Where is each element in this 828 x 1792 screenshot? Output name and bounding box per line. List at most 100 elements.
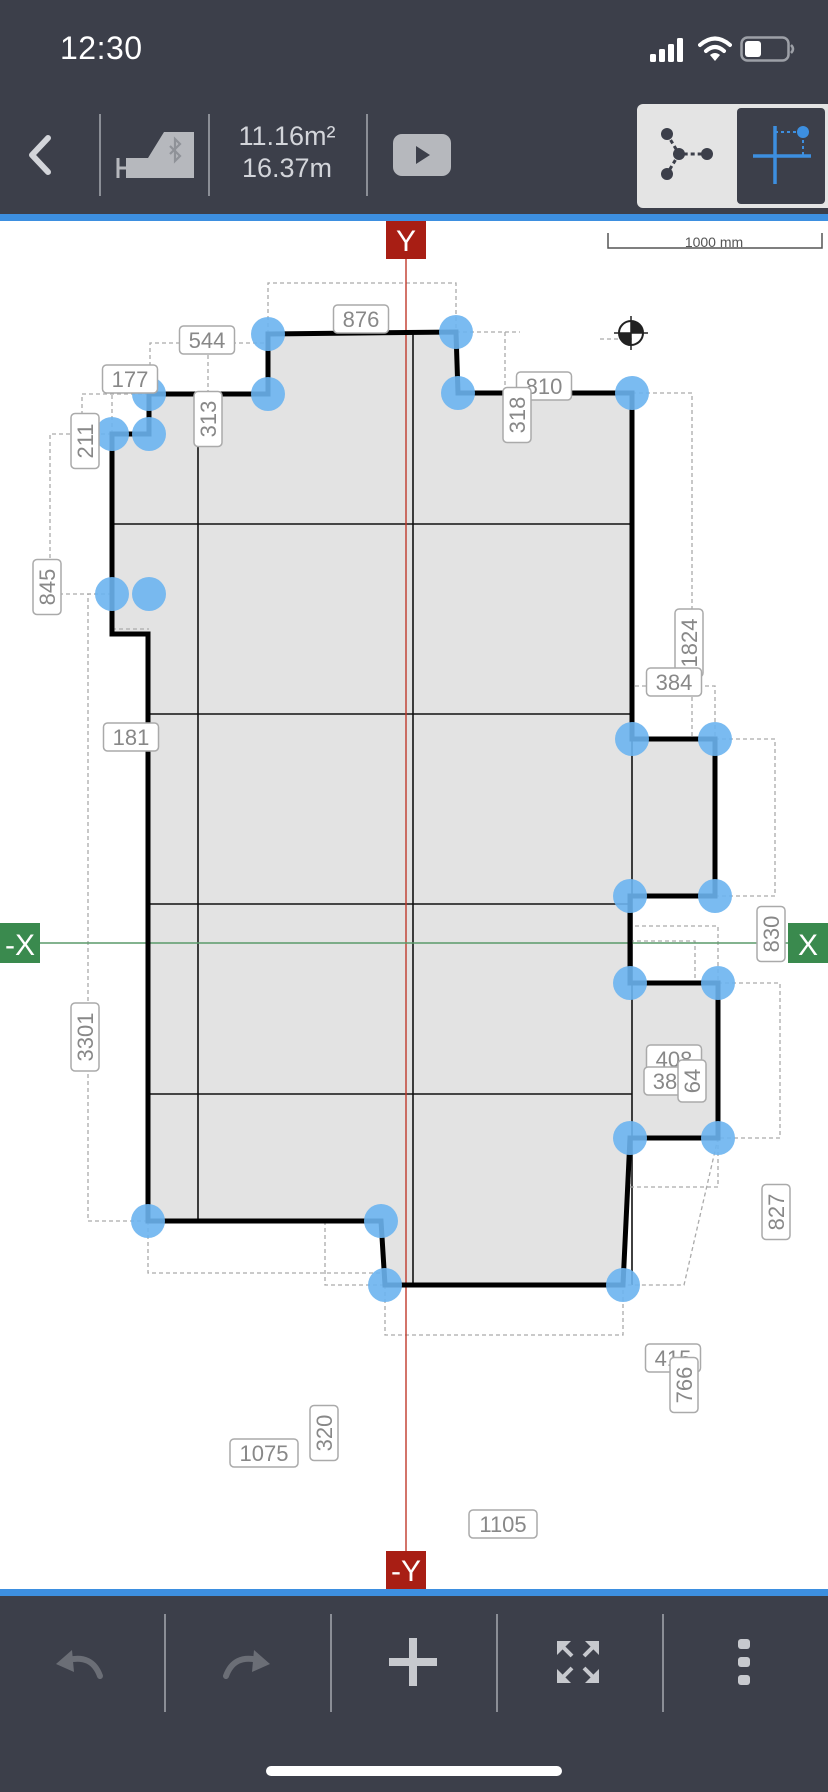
play-video-icon[interactable] — [393, 134, 451, 176]
dimension-label[interactable]: 318 — [502, 386, 532, 444]
vertex-handle[interactable] — [95, 417, 129, 451]
more-options-button[interactable] — [664, 1610, 824, 1714]
fit-to-screen-button[interactable] — [498, 1610, 658, 1714]
dimension-label[interactable]: 830 — [756, 905, 786, 963]
vertex-handle[interactable] — [613, 966, 647, 1000]
plus-icon — [389, 1638, 437, 1686]
neg-x-axis-label: -X — [5, 929, 35, 962]
perimeter-value: 16.37m — [241, 153, 333, 183]
status-time: 12:30 — [60, 30, 143, 66]
x-axis-label: X — [798, 929, 818, 962]
polyline-mode-button[interactable] — [637, 104, 733, 208]
neg-y-axis-badge — [386, 1551, 426, 1589]
cellular-signal-icon — [650, 38, 683, 62]
back-chevron-icon[interactable] — [20, 130, 60, 180]
dimension-label[interactable]: 320 — [309, 1404, 339, 1462]
vertex-handle[interactable] — [613, 879, 647, 913]
vertex-handle[interactable] — [441, 376, 475, 410]
wifi-icon — [698, 36, 732, 61]
dimension-label[interactable]: 827 — [761, 1183, 791, 1241]
dimension-label[interactable]: 181 — [102, 722, 160, 752]
vertex-handle[interactable] — [606, 1268, 640, 1302]
dimension-label-box — [756, 905, 786, 963]
dimension-label-text: 320 — [312, 1415, 337, 1452]
bottom-divider — [496, 1614, 498, 1712]
dimension-label-box — [332, 304, 390, 334]
floor-plan-canvas[interactable]: 1000 mm — [0, 221, 828, 1589]
dimension-labels: 8765443138103181772118451811824384830408… — [32, 304, 791, 1539]
vertex-handle[interactable] — [131, 1204, 165, 1238]
vertex-handle[interactable] — [251, 317, 285, 351]
dimension-label-text: 38 — [653, 1069, 677, 1094]
neg-x-axis-badge — [0, 923, 40, 963]
dimension-label[interactable]: 845 — [32, 558, 62, 616]
vertex-handle[interactable] — [95, 577, 129, 611]
dimension-label[interactable]: 1105 — [468, 1509, 538, 1539]
status-bar: 12:30 — [0, 0, 828, 100]
bluetooth-laser-device-icon[interactable] — [114, 124, 196, 186]
dimension-label-text: 766 — [672, 1367, 697, 1404]
dimension-label-text: 64 — [680, 1069, 705, 1093]
vertex-handle[interactable] — [132, 577, 166, 611]
vertex-handle[interactable] — [615, 722, 649, 756]
room-floor-area — [112, 332, 718, 1285]
vertex-handle[interactable] — [613, 1121, 647, 1155]
dimension-label-text: 318 — [505, 397, 530, 434]
dimension-label-text: 845 — [35, 569, 60, 606]
dimension-label-text: 177 — [112, 367, 149, 392]
vertex-handle[interactable] — [698, 722, 732, 756]
dimension-label-box — [178, 325, 236, 355]
dimension-label-box — [468, 1509, 538, 1539]
add-point-button[interactable] — [333, 1610, 493, 1714]
dimension-label-text: 384 — [656, 670, 693, 695]
dimension-label[interactable]: 544 — [178, 325, 236, 355]
dimension-label-text: 810 — [526, 374, 563, 399]
vertex-handle[interactable] — [439, 315, 473, 349]
dimension-label[interactable]: 384 — [645, 667, 703, 697]
vertex-handle[interactable] — [368, 1268, 402, 1302]
dimension-label-box — [70, 412, 100, 470]
toolbar-divider — [99, 114, 101, 196]
dimension-label[interactable]: 876 — [332, 304, 390, 334]
toolbar-divider — [366, 114, 368, 196]
vertex-handle[interactable] — [615, 376, 649, 410]
dimension-label-box — [309, 1404, 339, 1462]
dimension-label[interactable]: 177 — [101, 364, 159, 394]
bottom-divider — [662, 1614, 664, 1712]
dimension-label[interactable]: 211 — [70, 412, 100, 470]
dimension-label-text: 181 — [113, 725, 150, 750]
dimension-label[interactable]: 313 — [193, 390, 223, 448]
dimension-label[interactable]: 1824 — [674, 608, 704, 678]
dimension-label[interactable]: 766 — [669, 1356, 699, 1414]
scale-bar: 1000 mm — [607, 233, 823, 250]
measurement-summary: 11.16m² 16.37m — [212, 120, 362, 184]
dimension-label[interactable]: 3301 — [70, 1002, 100, 1072]
dimension-label-text: 830 — [759, 916, 784, 953]
point-mode-button[interactable] — [737, 108, 825, 204]
vertex-handles[interactable] — [95, 315, 735, 1302]
dimension-label-box — [669, 1356, 699, 1414]
coordinate-axes: Y -Y -X X — [0, 221, 828, 1589]
vertex-handle[interactable] — [364, 1204, 398, 1238]
dimension-label-box — [229, 1438, 299, 1468]
undo-button[interactable] — [0, 1610, 160, 1714]
polyline-mode-icon — [661, 128, 713, 180]
vertex-handle[interactable] — [251, 377, 285, 411]
vertex-handle[interactable] — [701, 1121, 735, 1155]
dimension-label[interactable]: 1075 — [229, 1438, 299, 1468]
dimension-label[interactable]: 64 — [677, 1059, 707, 1103]
bottom-divider — [330, 1614, 332, 1712]
redo-button[interactable] — [166, 1610, 326, 1714]
dimension-label-box — [761, 1183, 791, 1241]
dimension-label-text: 3301 — [73, 1013, 98, 1062]
toolbar-divider — [208, 114, 210, 196]
origin-crosshair-icon — [614, 316, 648, 350]
toolbar-accent-line — [0, 214, 828, 221]
dimension-label-box — [70, 1002, 100, 1072]
vertex-handle[interactable] — [132, 417, 166, 451]
dimension-label-box — [645, 667, 703, 697]
vertex-handle[interactable] — [698, 879, 732, 913]
point-mode-icon — [753, 126, 811, 184]
area-value: 11.16m² — [238, 121, 336, 151]
vertex-handle[interactable] — [701, 966, 735, 1000]
